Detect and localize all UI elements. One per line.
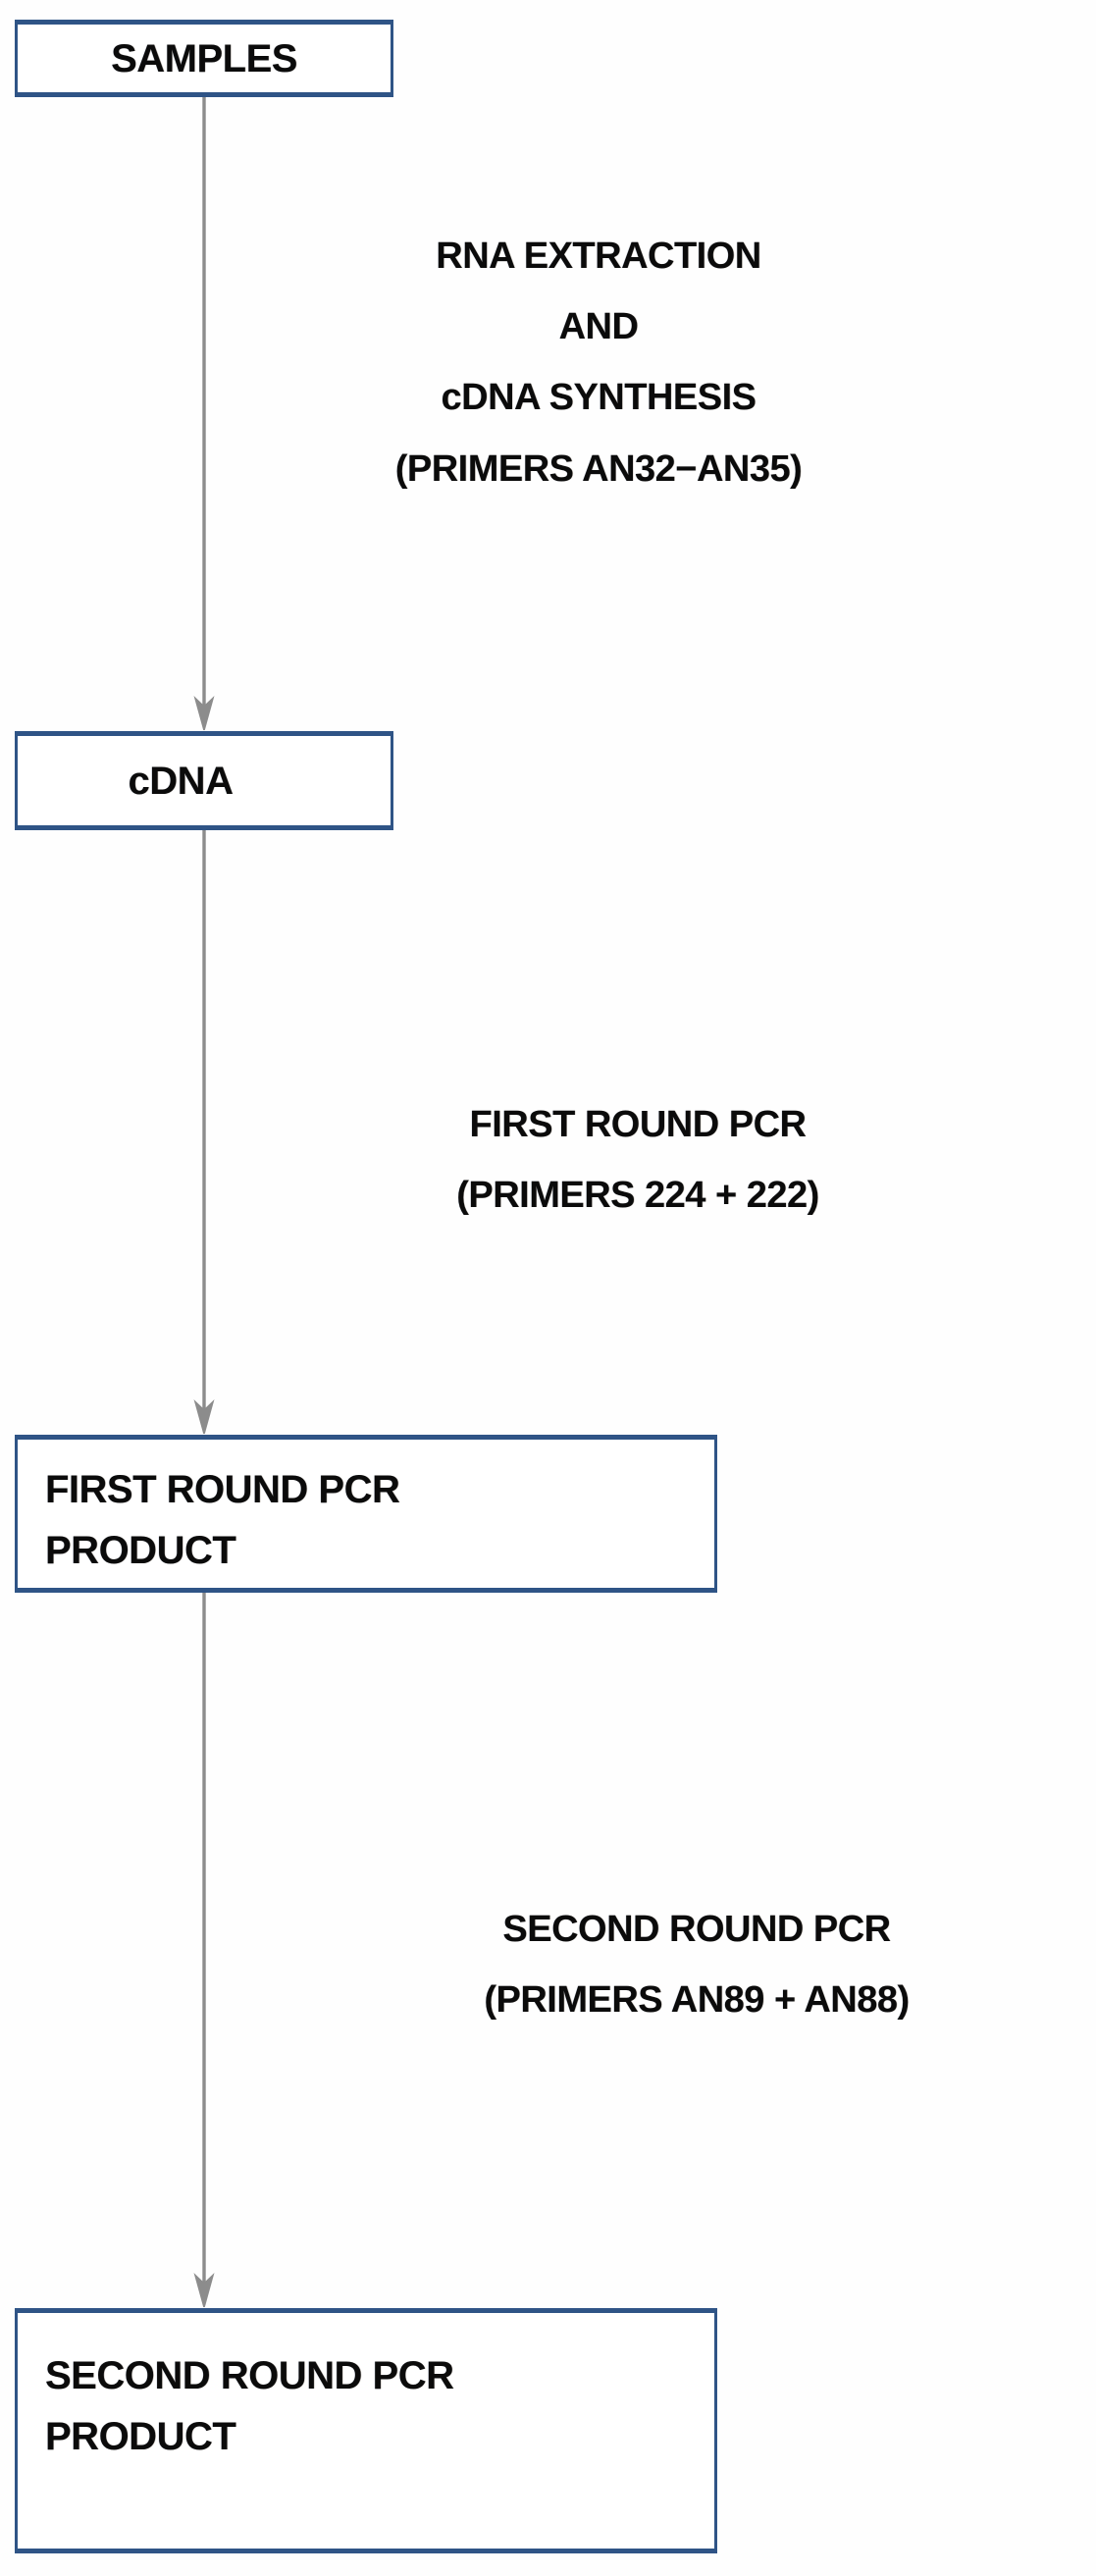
node-samples-label: SAMPLES <box>111 36 297 80</box>
down-arrow-icon <box>193 97 215 733</box>
edge-label-second-round-pcr: SECOND ROUND PCR (PRIMERS AN89 + AN88) <box>484 1909 910 2022</box>
node-second-round-pcr-product[interactable] <box>15 2308 717 2553</box>
node-samples[interactable] <box>15 20 393 97</box>
connector-samples-to-cdna <box>186 97 222 735</box>
connector-cdna-to-first-product <box>186 830 222 1439</box>
edge-label-rna-extraction: RNA EXTRACTION AND cDNA SYNTHESIS (PRIME… <box>394 236 803 490</box>
edge-label-first-round-pcr: FIRST ROUND PCR (PRIMERS 224 + 222) <box>456 1104 819 1217</box>
node-cdna-label: cDNA <box>128 759 234 803</box>
down-arrow-icon <box>193 830 215 1437</box>
node-first-round-pcr-product-label: FIRST ROUND PCR PRODUCT <box>45 1468 400 1572</box>
node-cdna[interactable] <box>15 731 393 830</box>
node-first-round-pcr-product[interactable] <box>15 1435 717 1593</box>
down-arrow-icon <box>193 1593 215 2310</box>
connector-first-to-second-product <box>186 1593 222 2312</box>
node-second-round-pcr-product-label: SECOND ROUND PCR PRODUCT <box>45 2354 454 2458</box>
